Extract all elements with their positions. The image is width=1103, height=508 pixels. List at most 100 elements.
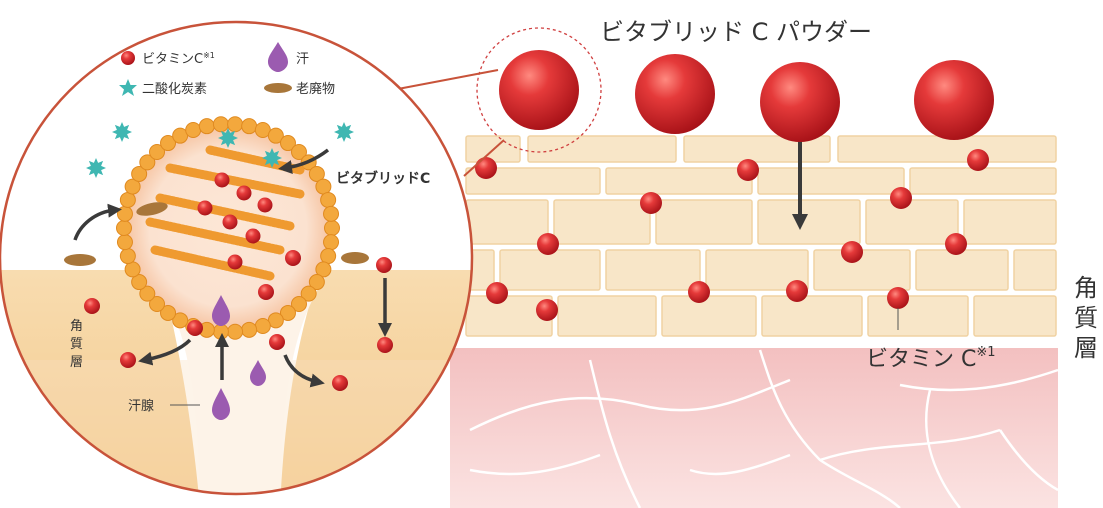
bead xyxy=(198,118,215,135)
brick xyxy=(909,167,1057,195)
bead xyxy=(308,165,325,182)
bead xyxy=(149,296,166,313)
vitamin-c-dot xyxy=(258,284,274,300)
vitamin-c-dot xyxy=(486,282,508,304)
bead xyxy=(119,191,136,208)
zoom-sc-char-2: 質 xyxy=(70,337,83,352)
brick xyxy=(837,135,1057,163)
legend-vitamin-c-text: ビタミンC xyxy=(142,52,203,67)
co2-star xyxy=(334,122,354,142)
vitamin-c-dot xyxy=(890,187,912,209)
skin-sc-char-2: 質 xyxy=(1074,304,1098,332)
legend: ビタミンC※1 汗 二酸化炭素 老廃物 xyxy=(119,42,335,97)
bead xyxy=(116,234,133,251)
brick xyxy=(973,295,1057,337)
co2-star xyxy=(86,158,106,178)
skin-sc-char-1: 角 xyxy=(1074,274,1098,302)
vitamin-c-dot xyxy=(377,337,393,353)
arrow-co2-in xyxy=(278,148,330,175)
legend-sweat-icon xyxy=(268,42,288,72)
brick xyxy=(867,295,969,337)
brick xyxy=(963,199,1057,245)
bead xyxy=(320,191,337,208)
vitabrid-powder-spheres xyxy=(499,50,994,142)
bead xyxy=(241,118,258,135)
vitamin-c-dot xyxy=(887,287,909,309)
legend-co2-label: 二酸化炭素 xyxy=(142,82,207,97)
vitabrid-particle xyxy=(116,116,340,340)
vitamin-c-dot xyxy=(537,233,559,255)
bead xyxy=(160,304,177,321)
arrow-waste-out xyxy=(73,203,122,241)
bead xyxy=(315,261,332,278)
inner-vitamin-dot xyxy=(245,228,261,244)
bead xyxy=(308,274,325,291)
zoom-sc-char-3: 層 xyxy=(70,355,83,370)
zoom-sc-char-1: 角 xyxy=(70,319,83,334)
skin-vitamin-c-text: ビタミン C xyxy=(866,347,976,372)
brick xyxy=(465,167,601,195)
co2-stars xyxy=(86,122,354,178)
vitamin-c-dot xyxy=(536,299,558,321)
bead xyxy=(227,323,244,340)
legend-co2-icon xyxy=(119,79,137,96)
rod xyxy=(165,163,305,199)
particle-rods xyxy=(145,145,305,281)
brick xyxy=(499,249,601,291)
zoom-vitabrid-label: ビタブリッドC xyxy=(336,170,430,187)
brick xyxy=(465,199,549,245)
inner-vitamin-dot xyxy=(197,200,213,216)
bead xyxy=(119,248,136,265)
sweat-drop xyxy=(212,388,230,420)
bead xyxy=(279,135,296,152)
brick xyxy=(1013,249,1057,291)
waste-item xyxy=(64,254,96,266)
vitamin-c-dot xyxy=(786,280,808,302)
rod xyxy=(150,245,275,281)
vitamin-c-dot xyxy=(688,281,710,303)
bead xyxy=(124,261,141,278)
inner-vitamin-dot xyxy=(227,254,243,270)
co2-star xyxy=(218,128,238,148)
bead xyxy=(324,220,340,236)
waste-items xyxy=(64,202,369,266)
bead xyxy=(290,143,307,160)
bead xyxy=(290,296,307,313)
bead xyxy=(139,285,156,302)
stratum-corneum-bricks xyxy=(465,135,1057,337)
vitamin-c-dot xyxy=(475,157,497,179)
bead xyxy=(160,135,177,152)
sweat-drop xyxy=(212,295,230,326)
rod xyxy=(155,193,295,231)
brick xyxy=(865,199,959,245)
vitamin-c-dots-zoom xyxy=(84,250,393,391)
skin-stratum-corneum-label: 角 質 層 xyxy=(1074,274,1098,362)
brick xyxy=(757,167,905,195)
vitabrid-sphere xyxy=(914,60,994,140)
legend-sweat-label: 汗 xyxy=(296,52,309,67)
bead xyxy=(212,323,229,340)
brick xyxy=(915,249,1009,291)
brick xyxy=(661,295,757,337)
dermis-lines xyxy=(469,349,1059,508)
inner-vitamin-dot xyxy=(236,185,252,201)
inner-vitamin-dot xyxy=(214,172,230,188)
bead xyxy=(300,285,317,302)
zoom-circle: ビタミンC※1 汗 二酸化炭素 老廃物 xyxy=(0,20,474,496)
bead xyxy=(149,143,166,160)
brick xyxy=(553,199,651,245)
zoom-arrows xyxy=(73,148,392,388)
bead xyxy=(323,234,340,251)
brick xyxy=(705,249,809,291)
brick xyxy=(605,249,701,291)
vitamin-c-dots-skin xyxy=(475,149,989,321)
co2-star xyxy=(262,148,282,168)
inner-vitamin-dot xyxy=(222,214,238,230)
vitabrid-sphere xyxy=(760,62,840,142)
bead xyxy=(267,127,284,144)
legend-vitamin-c-label: ビタミンC※1 xyxy=(142,51,215,67)
vitamin-c-dot xyxy=(841,241,863,263)
vitamin-c-dot xyxy=(737,159,759,181)
arrow-vc-left xyxy=(138,338,192,366)
bead xyxy=(116,220,132,236)
